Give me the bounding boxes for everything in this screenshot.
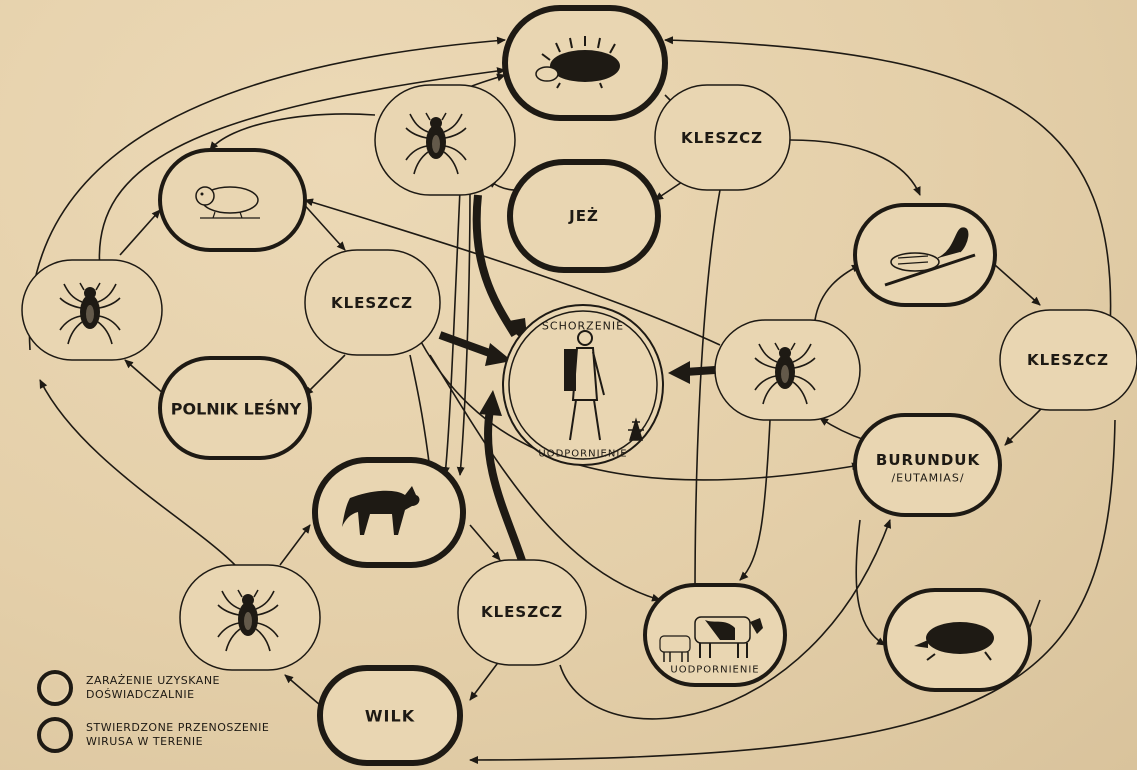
arrow-wilk-to-tick [285,675,320,705]
legend-experimental-text: ZARAŻENIE UZYSKANE DOŚWIADCZALNIE [86,674,220,702]
legend-field-text: STWIERDZONE PRZENOSZENIE WIRUSA W TERENI… [86,721,269,749]
polnik-label: POLNIK LEŚNY [171,400,301,419]
kleszcz-right-label: KLESZCZ [1027,351,1109,369]
tick-node-bottom [180,565,320,670]
arrow-kleszcz-to-chipmunk [790,140,920,195]
legend-field-line2: WIRUSA W TERENIE [86,735,269,749]
center-top-label: SCHORZENIE [542,320,624,333]
legend-double-circle [39,672,71,704]
arrow-kleszcz-to-wilk [470,660,500,700]
arrow-tick-to-wolf [280,525,310,565]
tick-node-left [22,260,162,360]
kleszcz-top-label: KLESZCZ [681,129,763,147]
arrow-kleszcz-to-polnik [305,355,345,395]
arrow-kleszcz-to-cattle [695,190,720,595]
tick-node-top [375,85,515,195]
arrow-tick-to-chipmunk [815,265,860,320]
arrow-burunduk-to-tick [820,418,865,440]
cattle-caption: UODPORNIENIE [670,665,759,676]
arrow-polnik-to-tick [125,360,165,395]
legend-symbols [39,672,71,751]
kleszcz-bottom-label: KLESZCZ [481,603,563,621]
legend-field-line1: STWIERDZONE PRZENOSZENIE [86,721,269,735]
arrow-tick-to-wolf-b [460,190,470,475]
arrow-kleszcz-to-wolf [410,355,430,470]
chipmunk-node [855,205,995,305]
arrow-wolf-to-kleszcz [470,525,500,560]
legend-thick-circle [39,719,71,751]
arrow-vole-to-kleszcz [300,200,345,250]
arrow-chipmunk-to-kleszcz [995,265,1040,305]
legend-experimental-line1: ZARAŻENIE UZYSKANE [86,674,220,688]
jez-label: JEŻ [569,207,599,225]
vole-node [160,150,305,250]
wilk-label: WILK [365,707,415,726]
kleszcz-left-label: KLESZCZ [331,294,413,312]
arrow-tick-to-cattle [740,420,770,580]
arrow-tick-to-vole [120,210,160,255]
hedgehog-node [505,8,665,118]
legend-experimental-line2: DOŚWIADCZALNIE [86,688,220,702]
center-bottom-label: UODPORNIENIE [538,449,627,460]
burunduk-label: BURUNDUK [876,451,980,469]
mole-node [885,590,1030,690]
tick-node-right [715,320,860,420]
arrow-tick-to-vole-top [210,114,375,150]
arrow-tick-to-wolf-a [445,190,460,475]
burunduk-sublabel: /EUTAMIAS/ [891,472,964,485]
wolf-node [315,460,463,565]
